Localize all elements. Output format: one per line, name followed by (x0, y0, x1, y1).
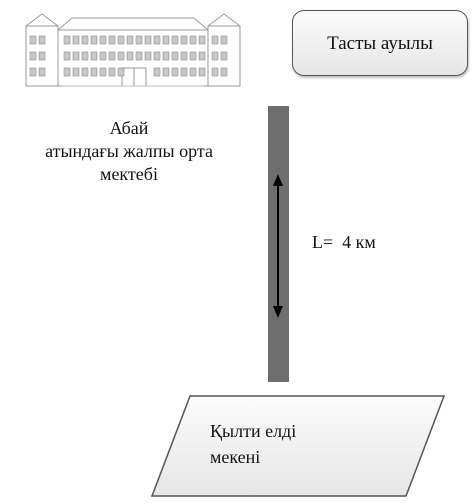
double-arrow-icon (273, 174, 283, 318)
school-window (29, 67, 37, 77)
school-window (198, 67, 206, 77)
school-window (162, 51, 170, 61)
school-window (162, 67, 170, 77)
school-window (117, 35, 125, 45)
school-window (180, 35, 188, 45)
school-window (135, 35, 143, 45)
school-window (198, 35, 206, 45)
school-window (81, 51, 89, 61)
school-window (63, 35, 71, 45)
school-window (144, 35, 152, 45)
school-window (126, 51, 134, 61)
school-window (153, 51, 161, 61)
school-window (72, 67, 80, 77)
school-window (108, 35, 116, 45)
school-window (117, 51, 125, 61)
school-window (220, 35, 228, 45)
school-window (171, 51, 179, 61)
school-window (220, 51, 228, 61)
school-label-line-1: Абай (109, 118, 149, 138)
school-label: Абай атындағы жалпы орта мектебі (0, 117, 258, 186)
school-window (189, 35, 197, 45)
school-window (99, 67, 107, 77)
school-window (211, 67, 219, 77)
village-box: Тасты ауылы (292, 10, 468, 76)
settlement-label-line-2: мекені (210, 447, 261, 467)
school-window (189, 51, 197, 61)
school-window (108, 67, 116, 77)
school-window (63, 51, 71, 61)
school-window (135, 51, 143, 61)
school-window (198, 51, 206, 61)
school-window (117, 67, 125, 77)
school-window (211, 35, 219, 45)
school-window (220, 67, 228, 77)
settlement-label: Қылти елді мекені (210, 418, 296, 470)
school-window (81, 67, 89, 77)
village-label: Тасты ауылы (327, 32, 433, 54)
school-building-icon (25, 13, 241, 87)
school-window (72, 35, 80, 45)
settlement-label-line-1: Қылти елді (210, 421, 297, 441)
school-window (126, 35, 134, 45)
school-label-line-2: атындағы жалпы орта (45, 141, 213, 161)
school-window (171, 67, 179, 77)
school-window (153, 67, 161, 77)
school-window (90, 35, 98, 45)
school-window (99, 35, 107, 45)
school-window (162, 35, 170, 45)
school-window (171, 35, 179, 45)
school-window (108, 51, 116, 61)
school-window (144, 51, 152, 61)
school-window (180, 67, 188, 77)
school-window (153, 35, 161, 45)
school-window (81, 35, 89, 45)
school-window (29, 51, 37, 61)
school-window (211, 51, 219, 61)
school-window (90, 51, 98, 61)
school-label-line-3: мектебі (100, 164, 158, 184)
school-window (99, 51, 107, 61)
school-window (63, 67, 71, 77)
school-window (38, 51, 46, 61)
school-window (189, 67, 197, 77)
school-window (38, 35, 46, 45)
school-window (72, 51, 80, 61)
settlement-shape (150, 395, 446, 497)
school-window (90, 67, 98, 77)
school-window (180, 51, 188, 61)
school-window (29, 35, 37, 45)
school-window (38, 67, 46, 77)
distance-label: L= 4 км (312, 232, 376, 252)
